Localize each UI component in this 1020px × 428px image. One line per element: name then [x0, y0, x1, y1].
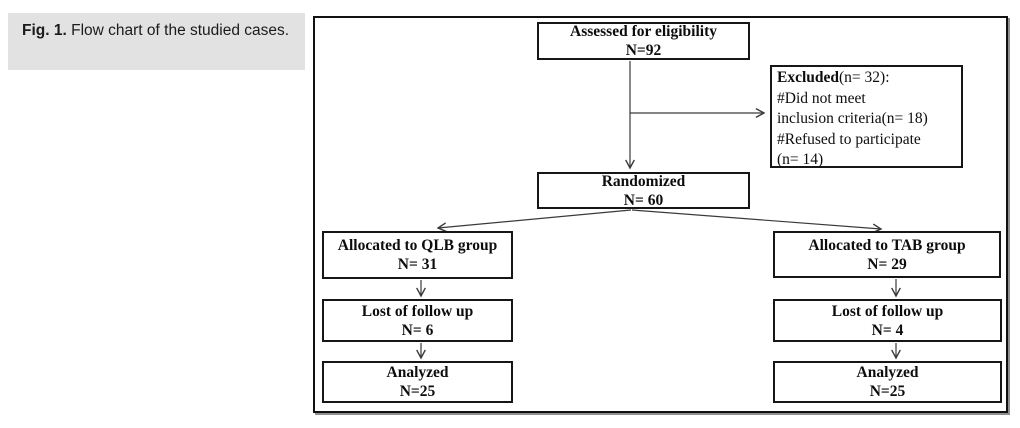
figure-caption-label: Fig. 1.	[22, 22, 67, 39]
node-lost-qlb-count: N= 6	[401, 321, 434, 339]
node-randomized-count: N= 60	[623, 191, 664, 209]
node-allocated-tab-count: N= 29	[867, 255, 907, 273]
node-excluded-title: Excluded	[777, 69, 840, 86]
node-randomized-label: Randomized	[601, 172, 686, 190]
node-lost-qlb: Lost of follow up N= 6	[322, 299, 513, 342]
node-analyzed-qlb: Analyzed N=25	[322, 361, 513, 403]
node-analyzed-qlb-label: Analyzed	[386, 364, 449, 381]
node-excluded-line: #Refused to participate	[777, 130, 921, 148]
node-analyzed-qlb-count: N=25	[399, 383, 436, 400]
node-analyzed-tab-label: Analyzed	[856, 364, 919, 381]
node-excluded-line: (n= 14)	[777, 151, 824, 168]
node-excluded-title-rest: (n= 32):	[839, 69, 890, 86]
node-allocated-tab: Allocated to TAB group N= 29	[773, 231, 1001, 278]
node-lost-tab-count: N= 4	[871, 321, 904, 339]
node-allocated-qlb-label: Allocated to QLB group	[337, 237, 498, 254]
node-allocated-qlb-count: N= 31	[397, 256, 438, 273]
node-lost-tab: Lost of follow up N= 4	[773, 299, 1002, 342]
node-excluded-line: inclusion criteria(n= 18)	[777, 110, 928, 127]
node-allocated-qlb: Allocated to QLB group N= 31	[322, 231, 513, 279]
node-lost-qlb-label: Lost of follow up	[361, 302, 474, 320]
node-assessed: Assessed for eligibility N=92	[537, 22, 750, 60]
node-assessed-count: N=92	[625, 42, 662, 59]
figure-caption-text: Flow chart of the studied cases.	[71, 22, 290, 39]
node-assessed-label: Assessed for eligibility	[570, 23, 717, 40]
node-analyzed-tab-count: N=25	[869, 383, 906, 400]
node-excluded-title-line: Excluded(n= 32):	[777, 68, 957, 89]
node-excluded: Excluded(n= 32): #Did not meet inclusion…	[770, 65, 963, 168]
node-lost-tab-label: Lost of follow up	[831, 302, 944, 320]
figure-caption: Fig. 1. Flow chart of the studied cases.	[8, 13, 305, 70]
node-randomized: Randomized N= 60	[537, 172, 750, 209]
node-excluded-line: #Did not meet	[777, 89, 866, 107]
node-analyzed-tab: Analyzed N=25	[773, 361, 1002, 403]
node-allocated-tab-label: Allocated to TAB group	[808, 236, 966, 254]
